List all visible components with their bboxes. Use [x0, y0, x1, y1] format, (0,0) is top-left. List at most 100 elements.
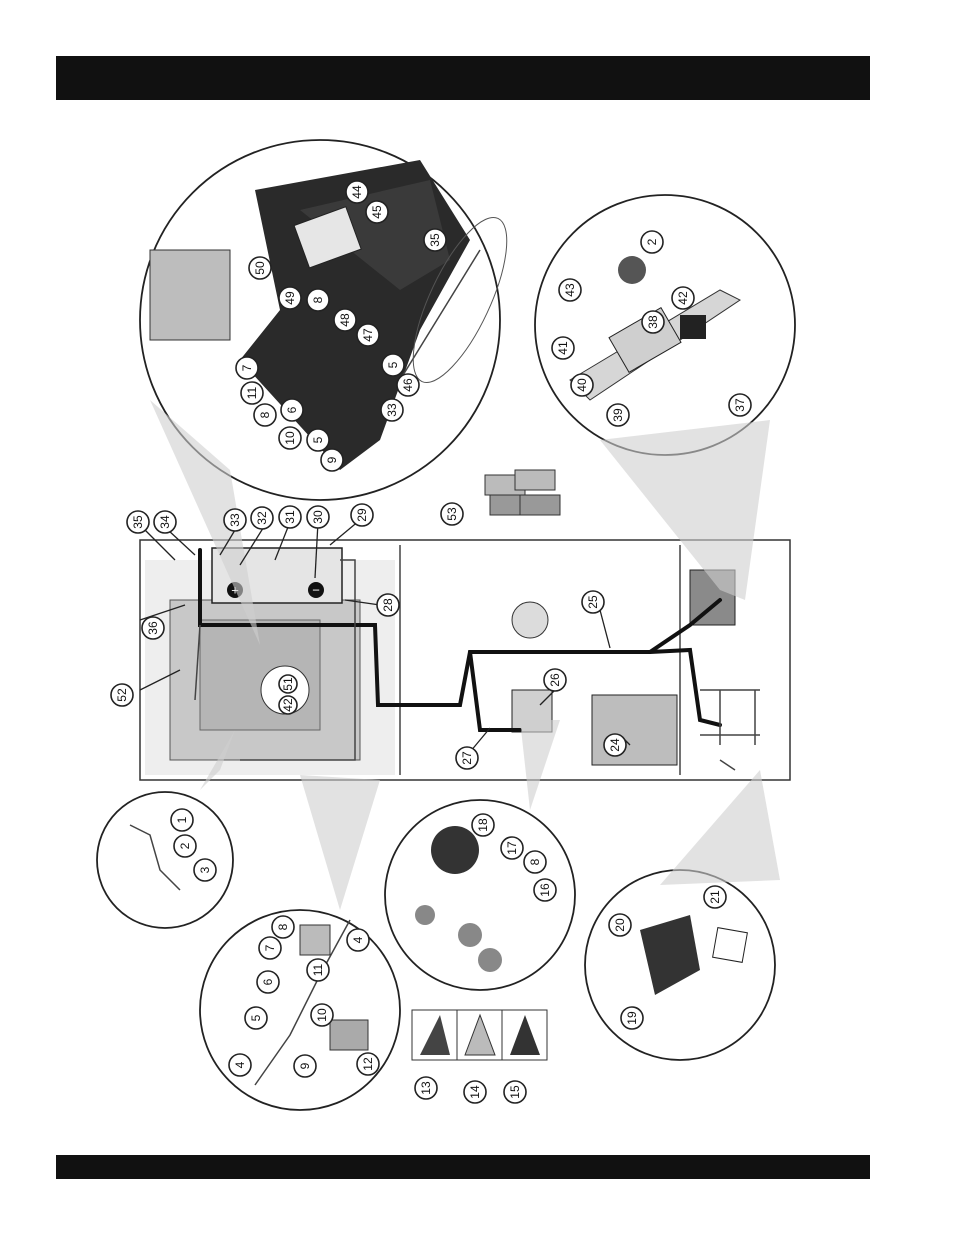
- callout-48: 48: [334, 309, 356, 331]
- callout-4-a: 4: [347, 929, 369, 951]
- svg-text:7: 7: [263, 944, 277, 951]
- svg-text:14: 14: [468, 1085, 482, 1099]
- svg-text:45: 45: [370, 205, 384, 219]
- svg-text:15: 15: [508, 1085, 522, 1099]
- callout-11-b: 11: [307, 959, 329, 981]
- svg-text:6: 6: [285, 406, 299, 413]
- svg-text:18: 18: [476, 818, 490, 832]
- callout-37: 37: [729, 394, 751, 416]
- callout-16: 16: [534, 879, 556, 901]
- svg-text:10: 10: [315, 1008, 329, 1022]
- callout-5-c: 5: [245, 1007, 267, 1029]
- svg-text:30: 30: [311, 510, 325, 524]
- svg-text:38: 38: [646, 315, 660, 329]
- svg-text:5: 5: [311, 436, 325, 443]
- svg-text:17: 17: [505, 841, 519, 855]
- svg-text:52: 52: [115, 688, 129, 702]
- svg-text:36: 36: [146, 621, 160, 635]
- svg-text:3: 3: [198, 866, 212, 873]
- svg-text:46: 46: [401, 378, 415, 392]
- svg-text:16: 16: [538, 883, 552, 897]
- callout-7-b: 7: [259, 937, 281, 959]
- svg-text:13: 13: [419, 1081, 433, 1095]
- svg-text:7: 7: [240, 364, 254, 371]
- callout-46: 46: [397, 374, 419, 396]
- callout-40: 40: [571, 374, 593, 396]
- svg-text:47: 47: [361, 328, 375, 342]
- callout-10-b: 10: [311, 1004, 333, 1026]
- connector-blocks: [485, 470, 560, 515]
- callout-44: 44: [346, 181, 368, 203]
- detail-bubble-sensor: [97, 792, 233, 928]
- callout-19: 19: [621, 1007, 643, 1029]
- callout-28: 28: [377, 594, 399, 616]
- callout-45: 45: [366, 201, 388, 223]
- callout-49: 49: [279, 287, 301, 309]
- callout-18: 18: [472, 814, 494, 836]
- svg-text:49: 49: [283, 291, 297, 305]
- callout-2-left: 2: [174, 835, 196, 857]
- callout-3: 3: [194, 859, 216, 881]
- callout-9-b: 9: [294, 1055, 316, 1077]
- callout-52: 52: [111, 684, 133, 706]
- callout-42-tr: 42: [672, 287, 694, 309]
- callout-8-c: 8: [272, 916, 294, 938]
- callout-41: 41: [552, 337, 574, 359]
- svg-text:4: 4: [233, 1061, 247, 1068]
- svg-text:8: 8: [311, 296, 325, 303]
- svg-text:9: 9: [325, 456, 339, 463]
- svg-text:34: 34: [158, 515, 172, 529]
- svg-text:48: 48: [338, 313, 352, 327]
- svg-text:12: 12: [361, 1057, 375, 1071]
- callout-25: 25: [582, 591, 604, 613]
- callout-15: 15: [504, 1081, 526, 1103]
- svg-text:11: 11: [311, 963, 325, 976]
- callout-38: 38: [642, 311, 664, 333]
- callout-8-a: 8: [307, 289, 329, 311]
- svg-text:24: 24: [608, 738, 622, 752]
- callout-6-b: 6: [257, 971, 279, 993]
- svg-text:4: 4: [351, 936, 365, 943]
- svg-text:31: 31: [283, 510, 297, 524]
- control-panel: [592, 695, 677, 765]
- callout-17: 17: [501, 837, 523, 859]
- callout-31: 31: [279, 506, 301, 528]
- callout-36: 36: [142, 617, 164, 639]
- svg-text:20: 20: [613, 918, 627, 932]
- callout-26: 26: [544, 669, 566, 691]
- callout-39: 39: [607, 404, 629, 426]
- callout-14: 14: [464, 1081, 486, 1103]
- callout-34: 34: [154, 511, 176, 533]
- svg-text:8: 8: [276, 923, 290, 930]
- callout-5-b: 5: [307, 429, 329, 451]
- svg-text:2: 2: [645, 238, 659, 245]
- svg-text:5: 5: [386, 361, 400, 368]
- svg-text:1: 1: [175, 816, 189, 823]
- svg-text:10: 10: [283, 431, 297, 445]
- svg-text:43: 43: [563, 283, 577, 297]
- callout-29: 29: [351, 504, 373, 526]
- svg-text:41: 41: [556, 341, 570, 355]
- svg-text:26: 26: [548, 673, 562, 687]
- svg-text:51: 51: [281, 677, 295, 691]
- svg-text:53: 53: [445, 507, 459, 521]
- callout-21: 21: [704, 886, 726, 908]
- svg-text:21: 21: [708, 890, 722, 904]
- callout-33-bubble: 33: [381, 399, 403, 421]
- callout-47: 47: [357, 324, 379, 346]
- svg-text:33: 33: [385, 403, 399, 417]
- svg-text:39: 39: [611, 408, 625, 422]
- callout-6-a: 6: [281, 399, 303, 421]
- svg-text:32: 32: [255, 511, 269, 525]
- callout-12: 12: [357, 1053, 379, 1075]
- callout-42-small: 42: [279, 696, 297, 714]
- svg-text:35: 35: [131, 515, 145, 529]
- svg-text:42: 42: [676, 291, 690, 305]
- svg-text:5: 5: [249, 1014, 263, 1021]
- callout-51: 51: [279, 675, 297, 693]
- svg-text:25: 25: [586, 595, 600, 609]
- svg-text:29: 29: [355, 508, 369, 522]
- svg-text:8: 8: [258, 411, 272, 418]
- callout-9-a: 9: [321, 449, 343, 471]
- svg-text:37: 37: [733, 398, 747, 412]
